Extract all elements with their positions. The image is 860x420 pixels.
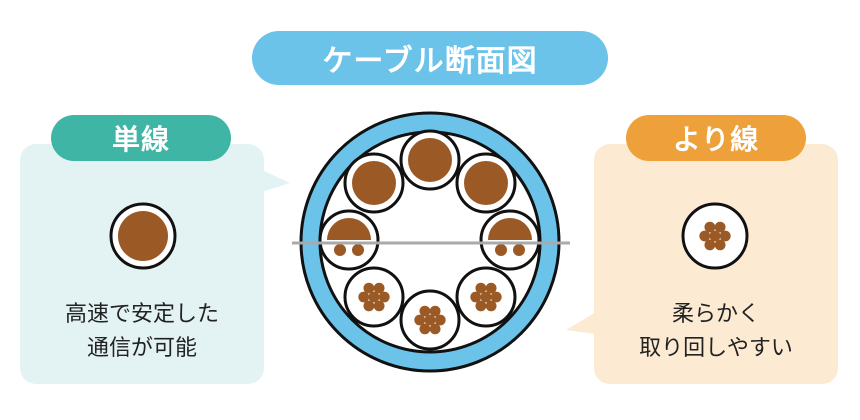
solid-wire-caption-line-2: 通信が可能 [86,336,197,361]
strand [475,282,487,294]
right-panel-pointer [566,312,596,334]
stranded-wire-caption-line-2: 取り回しやすい [639,336,793,361]
strand [699,230,711,242]
solid-core [352,161,396,205]
strand [434,314,446,326]
strand [363,282,375,294]
strand [495,244,507,256]
strand [709,230,721,242]
solid-core [408,138,452,182]
strand [363,300,375,312]
strand [414,314,426,326]
cable-conductors [318,129,541,351]
strand [419,305,431,317]
strand [490,291,502,303]
diagram-title: ケーブル断面図 [252,31,608,85]
strand [419,323,431,335]
solid-wire-caption-line-1: 高速で安定した [64,302,219,327]
left-panel-pointer [262,170,290,192]
strand [719,230,731,242]
strand [470,291,482,303]
stranded-wire-label: より線 [626,115,806,161]
strand [704,221,716,233]
strand [714,221,726,233]
strand [475,300,487,312]
strand [373,300,385,312]
solid-wire-label: 単線 [51,115,231,161]
strand [334,244,346,256]
stranded-wire-caption-line-1: 柔らかく [671,302,760,327]
strand [480,291,492,303]
strand [358,291,370,303]
strand [485,282,497,294]
strand [704,239,716,251]
solid-core-half [327,218,371,240]
solid-core-half [488,218,532,240]
strand [429,305,441,317]
solid-core [464,161,508,205]
strand [714,239,726,251]
strand [373,282,385,294]
strand [424,314,436,326]
solid-wire-caption: 高速で安定した 通信が可能 [20,298,264,366]
solid-wire-icon [109,202,177,270]
strand [429,323,441,335]
stranded-wire-caption: 柔らかく 取り回しやすい [594,298,838,366]
strand [352,244,364,256]
stranded-wire-icon [681,202,749,270]
strand [368,291,380,303]
strand [485,300,497,312]
strand [513,244,525,256]
strand [378,291,390,303]
